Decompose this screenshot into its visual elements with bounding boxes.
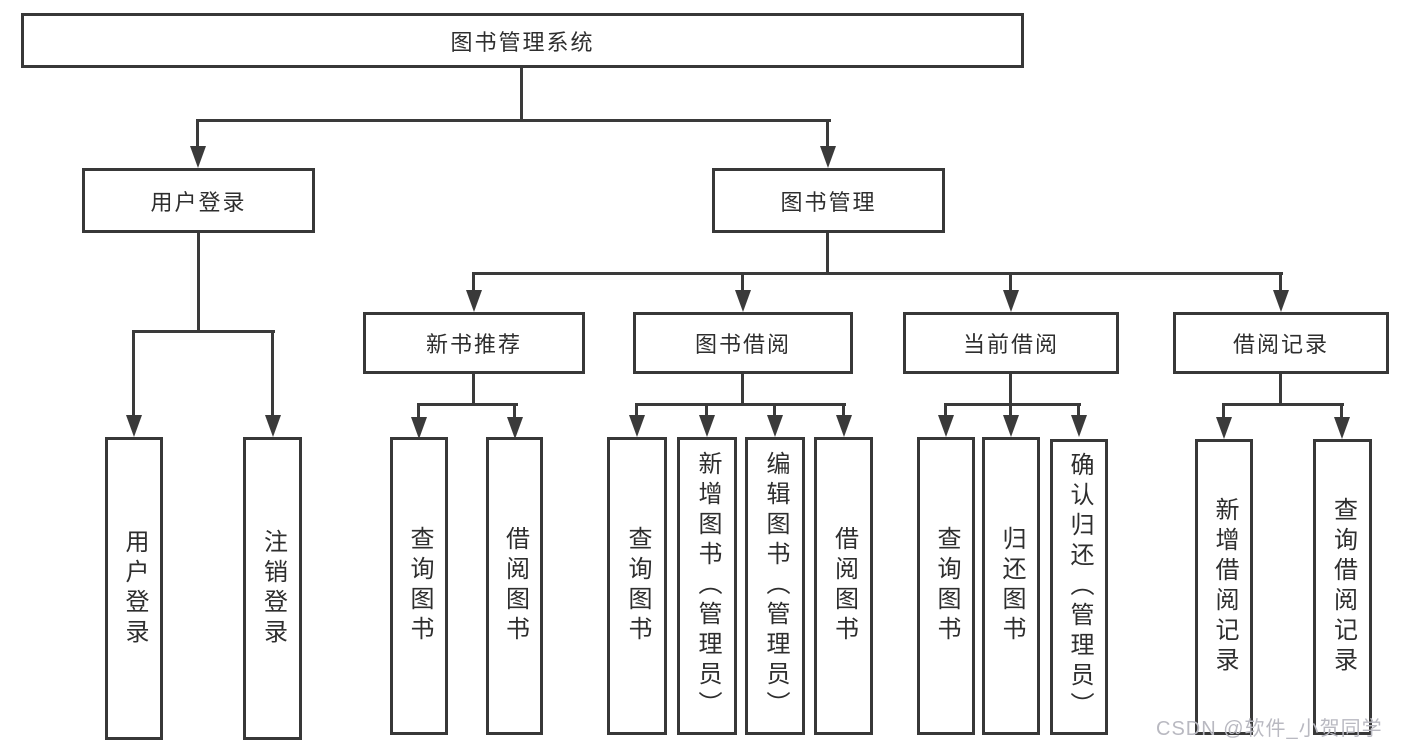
leaf-label: 新增图书（管理员） bbox=[694, 451, 721, 721]
arrow-down-icon bbox=[767, 415, 783, 437]
arrow-down-icon bbox=[265, 415, 281, 437]
connector-line bbox=[741, 374, 744, 405]
connector-line bbox=[197, 233, 200, 333]
connector-line bbox=[1009, 403, 1012, 417]
arrow-down-icon bbox=[836, 415, 852, 437]
node-user-login: 用户登录 bbox=[82, 168, 315, 233]
connector-line bbox=[133, 330, 275, 333]
leaf-add-borrow-record: 新增借阅记录 bbox=[1195, 439, 1253, 735]
connector-line bbox=[705, 403, 708, 417]
connector-line bbox=[417, 403, 518, 406]
leaf-label: 借阅图书 bbox=[501, 526, 529, 646]
leaf-return-books: 归还图书 bbox=[982, 437, 1040, 735]
connector-line bbox=[1279, 272, 1282, 292]
connector-line bbox=[520, 68, 523, 121]
connector-line bbox=[842, 403, 845, 417]
connector-line bbox=[1340, 403, 1343, 419]
connector-line bbox=[196, 119, 199, 150]
leaf-borrow-books-recommend: 借阅图书 bbox=[486, 437, 543, 735]
arrow-down-icon bbox=[507, 417, 523, 439]
connector-line bbox=[473, 272, 1283, 275]
leaf-query-books-borrow: 查询图书 bbox=[607, 437, 667, 735]
connector-line bbox=[1223, 403, 1344, 406]
arrow-down-icon bbox=[1071, 415, 1087, 437]
node-label: 新书推荐 bbox=[425, 332, 522, 357]
connector-line bbox=[635, 403, 638, 417]
arrow-down-icon bbox=[411, 417, 427, 439]
leaf-label: 归还图书 bbox=[998, 526, 1025, 646]
connector-line bbox=[513, 403, 516, 419]
arrow-down-icon bbox=[466, 290, 482, 312]
leaf-query-books-current: 查询图书 bbox=[917, 437, 975, 735]
connector-line bbox=[1279, 374, 1282, 405]
arrow-down-icon bbox=[1003, 290, 1019, 312]
arrow-down-icon bbox=[820, 146, 836, 168]
arrow-down-icon bbox=[938, 415, 954, 437]
leaf-confirm-return-admin: 确认归还（管理员） bbox=[1050, 439, 1108, 735]
leaf-label: 查询图书 bbox=[406, 526, 433, 646]
node-label: 当前借阅 bbox=[962, 332, 1059, 357]
arrow-down-icon bbox=[735, 290, 751, 312]
node-library-system: 图书管理系统 bbox=[21, 13, 1024, 68]
node-book-management: 图书管理 bbox=[712, 168, 945, 233]
leaf-label: 确认归还（管理员） bbox=[1066, 452, 1093, 722]
leaf-query-borrow-record: 查询借阅记录 bbox=[1313, 439, 1372, 735]
arrow-down-icon bbox=[1334, 417, 1350, 439]
node-book-borrow: 图书借阅 bbox=[633, 312, 853, 374]
connector-line bbox=[271, 330, 274, 417]
connector-line bbox=[417, 403, 420, 419]
connector-line bbox=[132, 330, 135, 417]
arrow-down-icon bbox=[190, 146, 206, 168]
node-new-book-recommend: 新书推荐 bbox=[363, 312, 585, 374]
leaf-label: 查询图书 bbox=[624, 526, 651, 646]
leaf-label: 借阅图书 bbox=[830, 526, 858, 646]
node-label: 图书管理系统 bbox=[450, 29, 595, 55]
connector-line bbox=[1009, 272, 1012, 292]
node-borrow-records: 借阅记录 bbox=[1173, 312, 1389, 374]
connector-line bbox=[1222, 403, 1225, 419]
csdn-watermark: CSDN @软件_小贺同学 bbox=[1156, 718, 1383, 740]
leaf-label: 新增借阅记录 bbox=[1211, 497, 1238, 677]
leaf-label: 注销登录 bbox=[259, 528, 287, 649]
leaf-label: 查询借阅记录 bbox=[1329, 497, 1357, 677]
connector-line bbox=[1009, 374, 1012, 405]
connector-line bbox=[741, 272, 744, 292]
arrow-down-icon bbox=[1003, 415, 1019, 437]
arrow-down-icon bbox=[629, 415, 645, 437]
node-label: 用户登录 bbox=[150, 189, 247, 215]
connector-line bbox=[1077, 403, 1080, 417]
node-current-borrow: 当前借阅 bbox=[903, 312, 1119, 374]
node-label: 借阅记录 bbox=[1232, 332, 1329, 357]
node-label: 图书管理 bbox=[780, 189, 877, 215]
leaf-label: 编辑图书（管理员） bbox=[762, 451, 789, 721]
arrow-down-icon bbox=[126, 415, 142, 437]
connector-line bbox=[636, 403, 846, 406]
arrow-down-icon bbox=[1273, 290, 1289, 312]
connector-line bbox=[826, 119, 829, 150]
connector-line bbox=[944, 403, 947, 417]
leaf-borrow-books: 借阅图书 bbox=[814, 437, 873, 735]
leaf-logout: 注销登录 bbox=[243, 437, 302, 740]
connector-line bbox=[773, 403, 776, 417]
node-label: 图书借阅 bbox=[694, 332, 791, 357]
arrow-down-icon bbox=[1216, 417, 1232, 439]
leaf-label: 查询图书 bbox=[933, 526, 960, 646]
connector-line bbox=[826, 233, 829, 275]
leaf-query-books-recommend: 查询图书 bbox=[390, 437, 448, 735]
leaf-user-login: 用户登录 bbox=[105, 437, 163, 740]
connector-line bbox=[472, 374, 475, 405]
connector-line bbox=[945, 403, 1081, 406]
leaf-label: 用户登录 bbox=[121, 528, 148, 649]
connector-line bbox=[472, 272, 475, 292]
leaf-edit-books-admin: 编辑图书（管理员） bbox=[745, 437, 805, 735]
connector-line bbox=[197, 119, 831, 122]
arrow-down-icon bbox=[699, 415, 715, 437]
leaf-add-books-admin: 新增图书（管理员） bbox=[677, 437, 737, 735]
